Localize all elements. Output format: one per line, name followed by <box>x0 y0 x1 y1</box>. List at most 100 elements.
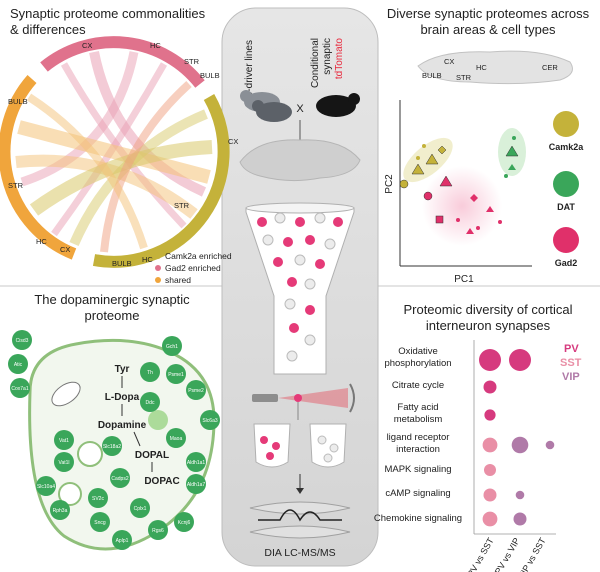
protein-label: Rgs6 <box>152 528 164 534</box>
cell-type-label: Camk2a <box>549 142 585 152</box>
metabolite-label: DOPAL <box>135 450 169 461</box>
protein-label: Rph3a <box>53 508 68 514</box>
legend-label-sst: SST <box>560 357 582 369</box>
top-right-title-1: Diverse synaptic proteomes across <box>387 6 590 21</box>
chord-arc-gad2 <box>40 36 205 88</box>
pca-point <box>504 174 508 178</box>
brain-atlas-icon <box>417 50 573 85</box>
laser-nozzle-icon <box>252 394 278 402</box>
method-label: DIA LC-MS/MS <box>264 547 335 559</box>
mouse-icon <box>256 102 292 122</box>
flow-arrow-head <box>296 488 304 494</box>
pca-point <box>423 191 433 201</box>
comparison-label: PV vs VIP <box>493 536 522 572</box>
protein-label: Th <box>147 370 153 376</box>
panel-bottom-left: The dopaminergic synaptic proteome Tyr L… <box>8 292 220 551</box>
chord-label: CX <box>82 41 92 50</box>
pca-x-label: PC1 <box>454 274 474 285</box>
pathway-arrow <box>133 431 141 447</box>
cell-type-camk2a: Camk2a <box>549 111 585 152</box>
protein-label: Aplp1 <box>116 538 129 544</box>
protein-node <box>88 488 108 508</box>
pca-point <box>416 156 420 160</box>
bottom-right-title-2: interneuron synapses <box>426 318 551 333</box>
chord-ribbon <box>20 51 139 187</box>
interneuron-legend: PV SST VIP <box>560 343 582 383</box>
synaptosome-icon <box>262 234 274 246</box>
synaptosome-icon <box>273 257 283 267</box>
protein-label: Vat1l <box>58 460 69 466</box>
panel-center: Cre-driver lines Conditional synaptic td… <box>239 38 361 559</box>
pca-point <box>399 179 409 189</box>
collection-tube-icon <box>253 423 291 468</box>
funnel-rim <box>245 202 355 214</box>
chord-label: CX <box>60 245 70 254</box>
protein-node <box>174 512 194 532</box>
synaptosome-icon <box>266 452 274 460</box>
brain-label: HC <box>476 63 487 72</box>
pathway-label: phosphorylation <box>384 358 451 369</box>
legend-dot-shared <box>155 277 161 283</box>
protein-node <box>54 430 74 450</box>
protein-node <box>162 336 182 356</box>
chord-label: BULB <box>200 71 220 80</box>
pathway-label: Citrate cycle <box>392 380 444 391</box>
chord-label: STR <box>8 181 24 190</box>
protein-label: Psme1 <box>168 372 184 378</box>
dotplot-point <box>515 490 525 500</box>
protein-node <box>140 362 160 382</box>
protein-node <box>54 452 74 472</box>
bottom-left-title-2: proteome <box>85 308 140 323</box>
pca-point <box>470 194 478 202</box>
synaptosome-icon <box>272 442 280 450</box>
protein-node <box>166 428 186 448</box>
pca-point <box>476 226 480 230</box>
dotplot-marks <box>479 349 555 527</box>
dotplot-point <box>482 437 498 453</box>
synaptosome-icon <box>260 436 268 444</box>
synaptosome-icon <box>304 278 316 290</box>
comparison-label: PV vs SST <box>465 536 496 572</box>
top-left-title-1: Synaptic proteome commonalities <box>10 6 206 21</box>
chord-label: HC <box>150 41 161 50</box>
protein-node <box>148 520 168 540</box>
synaptosome-icon <box>317 435 327 445</box>
chord-label: HC <box>36 237 47 246</box>
vesicle-icon <box>58 482 82 506</box>
cre-driver-label: Cre-driver lines <box>244 40 255 108</box>
pca-point <box>456 218 460 222</box>
protein-label: Aldh1a1 <box>187 460 206 466</box>
dotplot-point <box>483 488 497 502</box>
dotplot-point <box>511 436 529 454</box>
synaptosome-icon <box>289 323 299 333</box>
protein-label: Maoa <box>170 436 183 442</box>
pathway-label: interaction <box>396 444 440 455</box>
dotplot-point <box>509 349 531 371</box>
protein-label: Cplx1 <box>134 506 147 512</box>
brain-label: BULB <box>422 71 442 80</box>
protein-node <box>200 410 220 430</box>
protein-node <box>102 436 122 456</box>
pca-point <box>466 228 474 234</box>
chord-arc-camk2a <box>92 94 230 268</box>
panel-top-left: Synaptic proteome commonalities & differ… <box>0 6 238 285</box>
chord-label: HC <box>142 255 153 264</box>
conditional-label: Conditional <box>310 38 321 88</box>
protein-node <box>140 392 160 412</box>
pca-point <box>508 164 516 170</box>
vesicle-cluster-icon <box>148 410 168 430</box>
pca-point <box>439 175 453 187</box>
pca-point <box>422 144 426 148</box>
chord-ribbon <box>17 120 211 184</box>
dotplot-point <box>484 409 496 421</box>
protein-node <box>130 498 150 518</box>
protein-node <box>186 474 206 494</box>
protein-label: Slc18a2 <box>103 444 121 450</box>
laser-beam <box>278 388 348 408</box>
brain-label: CX <box>444 57 454 66</box>
legend-dot-camk2a <box>155 253 161 259</box>
pca-point <box>486 206 494 212</box>
synapse-dat-icon <box>553 171 579 197</box>
protein-label: SV2c <box>92 496 104 502</box>
